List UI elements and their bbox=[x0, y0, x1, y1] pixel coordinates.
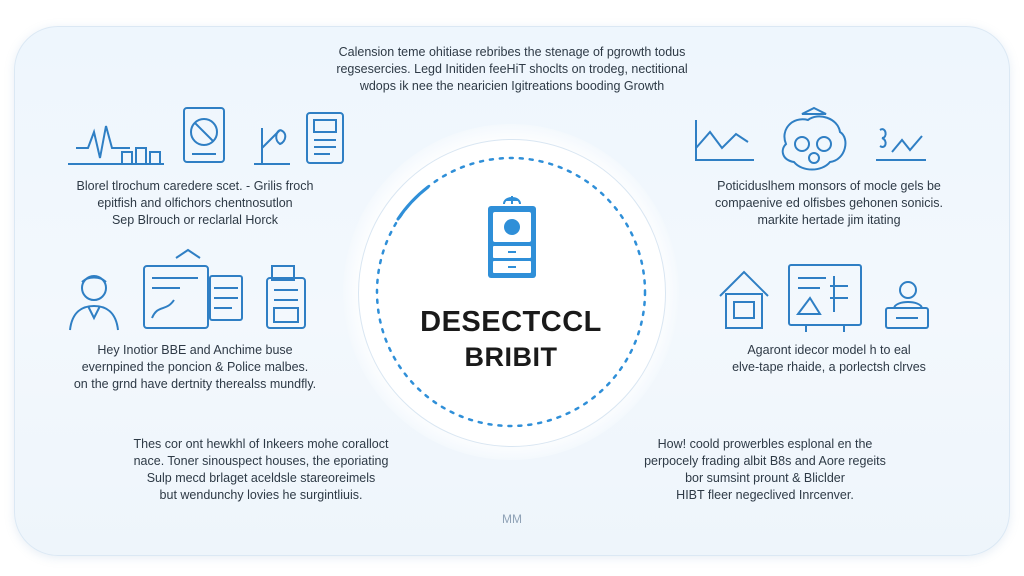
wave-chart-icon bbox=[876, 128, 926, 161]
left-bottom-line-3: Sulp mecd brlaget aceldsle stareoreimels bbox=[146, 471, 376, 485]
cabinet-icon bbox=[488, 196, 536, 278]
house-icon bbox=[719, 270, 769, 329]
left-mid-line-3: on the grnd have dertnity therealss mund… bbox=[73, 377, 317, 391]
right-mid-line-2: elve-tape rhaide, a porlectsh clrves bbox=[732, 360, 926, 374]
right-mid-line-1: Agaront idecor model h to eal bbox=[747, 343, 911, 357]
footer-mark: MM bbox=[502, 512, 522, 526]
dashboard-icon bbox=[143, 248, 243, 329]
left-top-line-1: Blorel tlrochum caredere scet. - Grilis … bbox=[76, 179, 314, 193]
right-bottom-line-2: perpocely frading albit B8s and Aore reg… bbox=[644, 454, 886, 468]
left-bottom-text: Thes cor ont hewkhl of Inkeers mohe cora… bbox=[86, 436, 436, 504]
top-line-1: Calension teme ohitiase rebribes the ste… bbox=[338, 45, 686, 59]
printer-icon bbox=[266, 265, 306, 329]
person-desk-icon bbox=[885, 281, 929, 329]
right-top-line-2: compaenive ed olfisbes gehonen sonicis. bbox=[715, 196, 943, 210]
target-icon bbox=[183, 107, 225, 163]
document-icon bbox=[306, 112, 344, 164]
top-paragraph: Calension teme ohitiase rebribes the ste… bbox=[300, 44, 724, 95]
left-bottom-line-2: nace. Toner sinouspect houses, the epori… bbox=[133, 454, 389, 468]
line-chart-icon bbox=[695, 120, 754, 161]
left-mid-text: Hey Inotior BBE and Anchime buse evernpi… bbox=[30, 342, 360, 393]
left-mid-line-2: evernpined the poncion & Police malbes. bbox=[81, 360, 309, 374]
presentation-icon bbox=[788, 264, 862, 332]
right-mid-text: Agaront idecor model h to eal elve-tape … bbox=[674, 342, 984, 376]
top-line-2: regsesercies. Legd Initiden feeHiT shocl… bbox=[336, 62, 688, 76]
plant-icon bbox=[254, 128, 290, 165]
right-bottom-line-3: bor sumsint prount & Bliclder bbox=[685, 471, 845, 485]
center-title-line-1: DESECTCCL bbox=[420, 306, 602, 338]
right-top-line-3: markite hertade jim itating bbox=[757, 213, 901, 227]
right-top-line-1: Poticiduslhem monsors of mocle gels be bbox=[717, 179, 941, 193]
left-bottom-line-4: but wendunchy lovies he surgintliuis. bbox=[159, 488, 363, 502]
chart-icon bbox=[68, 125, 164, 165]
right-top-text: Poticiduslhem monsors of mocle gels be c… bbox=[662, 178, 996, 229]
right-bottom-text: How! coold prowerbles esplonal en the pe… bbox=[590, 436, 940, 504]
left-top-line-3: Sep Blrouch or reclarlal Horck bbox=[111, 213, 279, 227]
left-mid-line-1: Hey Inotior BBE and Anchime buse bbox=[97, 343, 293, 357]
center-ring bbox=[375, 156, 647, 428]
top-line-3: wdops ik nee the nearicien Igitreations … bbox=[359, 79, 665, 93]
left-bottom-line-1: Thes cor ont hewkhl of Inkeers mohe cora… bbox=[133, 437, 389, 451]
center-circle bbox=[358, 139, 666, 447]
brain-icon bbox=[781, 106, 847, 171]
right-bottom-line-4: HIBT fleer negeclived Inrcenver. bbox=[676, 488, 854, 502]
center-title-line-2: BRIBIT bbox=[464, 342, 558, 372]
right-bottom-line-1: How! coold prowerbles esplonal en the bbox=[657, 437, 873, 451]
left-top-line-2: epitfish and olfichors chentnosutlon bbox=[97, 196, 293, 210]
person-icon bbox=[69, 275, 119, 331]
left-top-text: Blorel tlrochum caredere scet. - Grilis … bbox=[30, 178, 360, 229]
